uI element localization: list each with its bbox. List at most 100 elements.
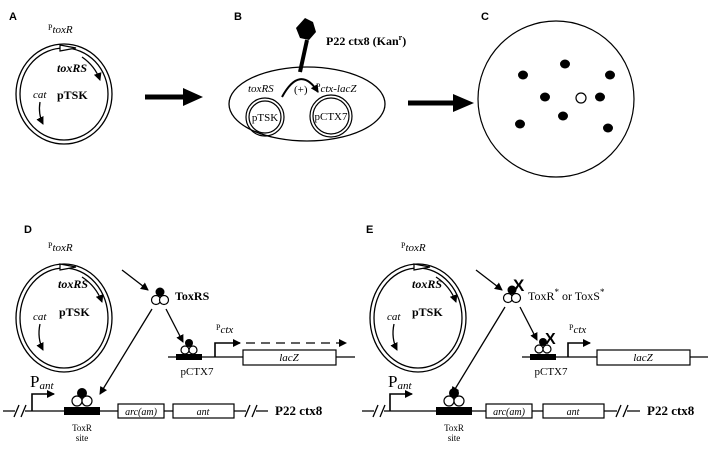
d-toxrs-protein-label: ToxRS [175,289,210,303]
d-lacz-label: lacZ [279,352,299,364]
d-arc-gene-box [117,403,165,419]
dark-colony [540,92,550,102]
cell-pctx7-plasmid [309,94,353,138]
e-toxrs-label: toxRS [412,277,442,291]
d-phage-label: P22 ctx8 [275,403,323,418]
e-bound-x-icon: X [545,331,556,348]
panel-c-label: C [481,11,489,23]
activation-arrow [281,78,319,98]
d-arrow-to-pctx [165,308,184,343]
reporter-label: Pctx-lacZ [316,82,357,95]
e-phage-label: P22 ctx8 [647,403,695,418]
d-bound-toxr-icon [180,339,198,355]
cell-ptsk-label: pTSK [252,112,278,124]
arrow-a-to-b-head [183,88,203,106]
petri-dish [477,20,635,178]
panel-c: C [477,11,635,178]
d-cat-label: cat [33,311,47,323]
e-cat-gene-arrow [390,323,398,351]
e-ptsk-label: pTSK [412,305,443,319]
dark-colony [558,111,568,121]
colonies [515,59,615,133]
e-arrow-to-pctx [519,306,538,341]
phage-head-icon [296,18,316,40]
e-arrow-to-pant [451,306,506,395]
e-arc-label: arc(am) [493,407,526,418]
d-cat-gene-arrow [36,323,44,351]
e-lacz-gene-box [596,349,691,366]
panel-b: B P22 ctx8 (Kanr) toxRS (+) Pctx-lacZ pT… [228,11,406,142]
bacterial-cell [228,66,386,142]
d-toxrs-protein-icon [150,287,170,306]
cat-gene-arrow [36,101,44,125]
d-pctx-label: Pctx [216,323,233,336]
dark-colony [603,123,613,133]
panel-b-label: B [234,11,242,23]
e-ant-label: ant [567,407,580,418]
e-blocked-x-icon: X [513,276,525,295]
e-site-label-line2: site [448,433,461,443]
cell-ptsk-plasmid [245,97,285,137]
panel-d: D PtoxR toxRS cat pTSK ToxRS Pctx [3,224,355,443]
e-promoter-label: PtoxR [401,241,426,254]
d-ptsk-label: pTSK [59,305,90,319]
panel-a-label: A [9,11,17,23]
d-promoter-label: PtoxR [48,241,73,254]
dark-colony [605,70,615,80]
e-expression-arrow [475,269,503,291]
toxrs-label: toxRS [57,61,87,75]
d-expression-arrow [121,269,149,291]
e-toxrs-gene-arrow [435,276,458,303]
white-colony [575,92,587,104]
d-lacz-gene-box [242,349,337,366]
d-pant-label: Pant [30,372,54,392]
d-site-label-line1: ToxR [72,423,92,433]
toxrs-gene-arrow [81,56,102,81]
cell-pctx7-label: pCTX7 [315,111,349,123]
panel-a: A PtoxR toxRS cat pTSK [9,11,113,145]
cat-label: cat [33,89,47,101]
d-pctx-promoter-arrow [214,339,241,357]
d-arc-label: arc(am) [125,407,158,418]
d-promoter-arrow-icon [59,263,77,271]
e-toxr-binding-box [530,354,556,360]
e-mutant-label: ToxR* or ToxS* [528,287,605,303]
phage-label: P22 ctx8 (Kanr) [326,33,406,48]
dark-colony [595,92,605,102]
e-pant-promoter-arrow [389,390,413,411]
promoter-label: PtoxR [48,23,73,36]
promoter-arrow-icon [59,44,77,52]
d-site-toxr-icon [71,388,93,407]
e-site-toxr-icon [443,388,465,407]
activation-sign: (+) [294,84,308,96]
e-pctx7-label: pCTX7 [535,366,569,378]
e-toxr-site-box [436,407,472,415]
e-mutant-protein-icon [502,285,522,304]
ptsk-label: pTSK [57,88,88,102]
d-toxrs-label: toxRS [58,277,88,291]
arrow-b-to-c-head [453,94,474,112]
d-ant-gene-box [172,403,235,419]
dark-colony [518,70,528,80]
e-dna-break-right-icon [615,404,629,418]
e-bound-mutant-icon [534,338,552,354]
panel-d-label: D [24,224,32,236]
phage-tail-icon [298,39,309,73]
panel-e: E PtoxR toxRS cat pTSK X ToxR* or ToxS* [362,224,708,443]
e-dna-break-left-icon [372,404,386,418]
e-pctx-label: Pctx [569,323,586,336]
dark-colony [515,119,525,129]
d-site-label-line2: site [76,433,89,443]
e-ant-gene-box [542,403,605,419]
d-ant-label: ant [197,407,210,418]
d-toxr-binding-box [176,354,202,360]
d-dna-break-right-icon [244,404,258,418]
e-cat-label: cat [387,311,401,323]
panel-e-label: E [366,224,373,236]
dark-colony [560,59,570,69]
d-pant-promoter-arrow [31,390,55,411]
e-pctx-promoter-arrow [567,339,591,357]
d-toxrs-gene-arrow [81,276,104,303]
